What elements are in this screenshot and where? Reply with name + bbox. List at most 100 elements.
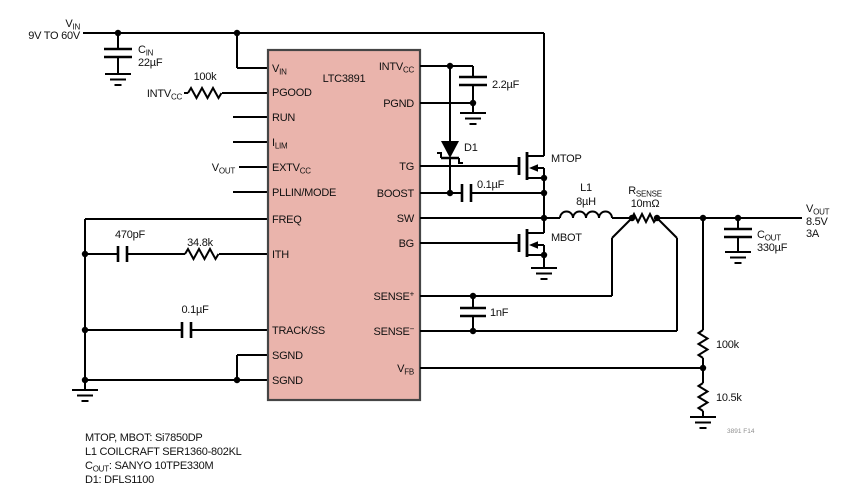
junction-dot: [446, 189, 454, 197]
junction-dot: [114, 29, 122, 37]
junction-dot: [469, 99, 477, 107]
pin-label-pllin-mode: PLLIN/MODE: [272, 187, 336, 199]
junction-dot: [233, 376, 241, 384]
junction-dot: [540, 189, 548, 197]
pin-label-track-ss: TRACK/SS: [272, 325, 325, 337]
note-line-1: MTOP, MBOT: Si7850DP: [85, 432, 202, 444]
vin-range-label: 9V TO 60V: [28, 30, 81, 42]
figure-number: 3891 F14: [727, 428, 755, 435]
rfb-top-symbol: [696, 329, 710, 359]
pin-label-sw: SW: [397, 213, 415, 225]
ic-part-number: LTC3891: [323, 73, 366, 85]
ic-right-pin-labels: INTVCC PGND TG BOOST SW BG SENSE+ SENSE−…: [374, 61, 416, 377]
pin-label-vfb: VFB: [397, 363, 414, 377]
note-line-3: COUT: SANYO 10TPE330M: [85, 460, 214, 474]
vin-source-label: VIN: [65, 18, 80, 32]
mtop-mosfet: [517, 152, 545, 218]
rith-value: 34.8k: [187, 237, 213, 249]
junction-dot: [446, 62, 454, 70]
vout-voltage: 8.5V: [806, 216, 829, 228]
ic-left-pin-labels: VIN PGOOD RUN ILIM EXTVCC PLLIN/MODE FRE…: [272, 63, 336, 387]
ic-ltc3891-body: [266, 48, 422, 402]
junction-dot: [628, 214, 636, 222]
junction-dot: [699, 214, 707, 222]
junction-dots: [81, 29, 742, 384]
cin-label: CIN: [138, 44, 154, 58]
pin-label-bg: BG: [399, 238, 414, 250]
junction-dot: [81, 250, 89, 258]
pin-label-ith: ITH: [272, 249, 289, 261]
pin-label-run: RUN: [272, 112, 295, 124]
pin-label-sgnd-2: SGND: [272, 375, 303, 387]
cout-capacitor: [724, 218, 752, 252]
vout-label: VOUT: [806, 203, 830, 217]
rpgood-value: 100k: [194, 71, 218, 83]
l1-value: 8µH: [576, 196, 596, 208]
cin-branch: [104, 33, 132, 74]
pgood-resistor-symbol: [187, 85, 223, 101]
mbot-mosfet: [420, 218, 545, 268]
ground-symbol: [72, 389, 98, 402]
rfb-top-value: 100k: [716, 339, 740, 351]
pin-label-tg: TG: [399, 161, 414, 173]
pin-label-freq: FREQ: [272, 214, 302, 226]
freq-ith-track-sgnd-wires: [84, 218, 268, 390]
pin-label-pgood: PGOOD: [272, 87, 312, 99]
cith-value: 470pF: [115, 229, 145, 241]
notes-block: MTOP, MBOT: Si7850DP L1 COILCRAFT SER136…: [85, 432, 242, 486]
pin-label-vin: VIN: [272, 63, 287, 77]
cvcc-value: 2.2µF: [492, 79, 520, 91]
pin-label-sgnd-1: SGND: [272, 350, 303, 362]
feedback-divider: [696, 218, 710, 417]
junction-dot: [233, 29, 241, 37]
junction-dot: [734, 214, 742, 222]
junction-dot: [469, 327, 477, 335]
junction-dot: [469, 292, 477, 300]
vout-current: 3A: [806, 228, 820, 240]
ground-symbol: [105, 73, 131, 86]
cin-value: 22µF: [138, 57, 163, 69]
cout-label: COUT: [757, 229, 781, 243]
pin-label-intvcc: INTVCC: [379, 61, 415, 75]
csense-capacitor: [460, 296, 486, 331]
pin-label-pgnd: PGND: [383, 98, 414, 110]
ground-symbol: [531, 267, 557, 280]
d1-schottky-diode: [437, 66, 463, 193]
pin-label-boost: BOOST: [377, 188, 415, 200]
junction-dot: [81, 376, 89, 384]
ground-symbol: [690, 416, 716, 429]
ctrack-value: 0.1µF: [181, 304, 209, 316]
rsense-label: RSENSE: [628, 185, 662, 199]
rfb-bottom-symbol: [696, 382, 710, 412]
mbot-label: MBOT: [551, 232, 582, 244]
mtop-label: MTOP: [551, 153, 582, 165]
ith-resistor-symbol: [184, 246, 220, 262]
junction-dot: [699, 364, 707, 372]
ground-symbol: [725, 251, 751, 264]
pin-label-sense-plus: SENSE+: [374, 290, 415, 304]
rsense-resistor: [631, 211, 802, 225]
junction-dot: [653, 214, 661, 222]
rfb-bottom-value: 10.5k: [716, 392, 742, 404]
pin-label-ilim: ILIM: [272, 137, 288, 151]
intvcc-net-label: INTVCC: [147, 88, 183, 102]
junction-dot: [540, 174, 548, 182]
intvcc-branch: [420, 65, 487, 113]
junction-dot: [540, 214, 548, 222]
junction-dot: [81, 326, 89, 334]
junction-dot: [540, 251, 548, 259]
csense-value: 1nF: [490, 307, 509, 319]
cboost-value: 0.1µF: [477, 179, 505, 191]
vin-rail-wires: [83, 32, 545, 156]
cout-value: 330µF: [757, 242, 788, 254]
kelvin-sense-wires: [420, 217, 678, 332]
note-line-4: D1: DFLS1100: [85, 474, 154, 486]
pgood-branch: [184, 85, 268, 101]
l1-label: L1: [580, 182, 592, 194]
vout-net-label: VOUT: [212, 162, 236, 176]
pin-label-extvcc: EXTVCC: [272, 162, 311, 176]
pin-label-sense-minus: SENSE−: [374, 325, 415, 339]
note-line-2: L1 COILCRAFT SER1360-802KL: [85, 446, 242, 458]
